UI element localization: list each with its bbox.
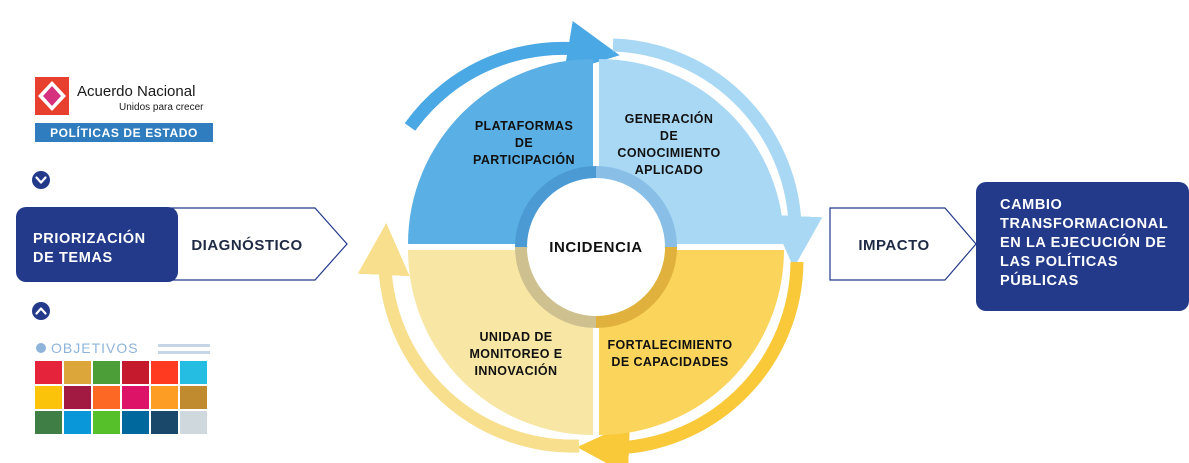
plataformas-line-1: PLATAFORMAS <box>475 119 573 133</box>
ods-tile <box>151 386 178 409</box>
impacto-label: IMPACTO <box>858 237 929 254</box>
ods-tile <box>122 361 149 384</box>
ods-tile <box>64 411 91 434</box>
generacion-line-2: DE <box>660 129 678 143</box>
ods-tile <box>93 361 120 384</box>
ods-tile <box>180 361 207 384</box>
quadrant-bottom-right-text: FORTALECIMIENTO DE CAPACIDADES <box>608 338 733 369</box>
quadrant-bottom-left-text: UNIDAD DE MONITOREO E INNOVACIÓN <box>469 330 562 378</box>
generacion-line-1: GENERACIÓN <box>625 111 714 126</box>
diagnostico-label: DIAGNÓSTICO <box>191 236 302 254</box>
arrow-top-left <box>404 21 620 131</box>
chevron-down-icon <box>32 171 50 189</box>
result-line-5: PÚBLICAS <box>1000 271 1079 289</box>
unidad-line-1: UNIDAD DE <box>479 330 552 344</box>
priorizacion-line-2: DE TEMAS <box>33 250 113 266</box>
acuerdo-tagline: Unidos para crecer <box>119 102 204 113</box>
cycle-outer-arrows <box>357 21 823 463</box>
fortalecimiento-line-2: DE CAPACIDADES <box>611 355 728 369</box>
result-line-1: CAMBIO <box>1000 197 1062 213</box>
diagnostico-chevron: DIAGNÓSTICO <box>169 207 348 281</box>
generacion-line-4: APLICADO <box>635 163 703 177</box>
ods-tile <box>180 411 207 434</box>
ods-tile <box>64 361 91 384</box>
ods-tile <box>93 411 120 434</box>
ods-tile <box>35 361 62 384</box>
quadrant-top-right-text: GENERACIÓN DE CONOCIMIENTO APLICADO <box>617 111 720 177</box>
ods-tile <box>180 386 207 409</box>
arrow-top-right <box>612 38 823 268</box>
plataformas-line-2: DE <box>515 136 533 150</box>
ods-tile <box>122 386 149 409</box>
quadrant-top-left-text: PLATAFORMAS DE PARTICIPACIÓN <box>473 119 575 167</box>
result-line-2: TRANSFORMACIONAL <box>1000 216 1168 232</box>
arrow-bottom-right <box>577 261 804 463</box>
ods-tile <box>151 411 178 434</box>
center-label: INCIDENCIA <box>549 239 643 256</box>
ods-tile-grid <box>35 361 207 434</box>
ods-tile <box>35 411 62 434</box>
result-box: CAMBIO TRANSFORMACIONAL EN LA EJECUCIÓN … <box>976 182 1189 311</box>
unidad-line-2: MONITOREO E <box>469 347 562 361</box>
generacion-line-3: CONOCIMIENTO <box>617 146 720 160</box>
chevron-up-icon <box>32 302 50 320</box>
ods-tile <box>64 386 91 409</box>
ods-logo: OBJETIVOS <box>35 340 210 434</box>
ods-tile <box>122 411 149 434</box>
center-ring: INCIDENCIA <box>515 166 677 328</box>
ods-tile <box>35 386 62 409</box>
plataformas-line-3: PARTICIPACIÓN <box>473 152 575 167</box>
priorizacion-box: PRIORIZACIÓN DE TEMAS <box>16 207 178 282</box>
result-line-3: EN LA EJECUCIÓN DE <box>1000 233 1167 251</box>
impacto-chevron: IMPACTO <box>829 207 977 281</box>
ods-tile <box>93 386 120 409</box>
acuerdo-nacional-logo: Acuerdo Nacional Unidos para crecer POLÍ… <box>35 77 213 142</box>
priorizacion-line-1: PRIORIZACIÓN <box>33 229 146 247</box>
acuerdo-name: Acuerdo Nacional <box>77 83 195 100</box>
unidad-line-3: INNOVACIÓN <box>475 363 558 378</box>
ods-title: OBJETIVOS <box>51 340 139 356</box>
ods-tile <box>151 361 178 384</box>
arrow-bottom-left <box>357 223 580 453</box>
acuerdo-policies-band: POLÍTICAS DE ESTADO <box>50 125 198 140</box>
result-line-4: LAS POLÍTICAS <box>1000 253 1118 270</box>
fortalecimiento-line-1: FORTALECIMIENTO <box>608 338 733 352</box>
